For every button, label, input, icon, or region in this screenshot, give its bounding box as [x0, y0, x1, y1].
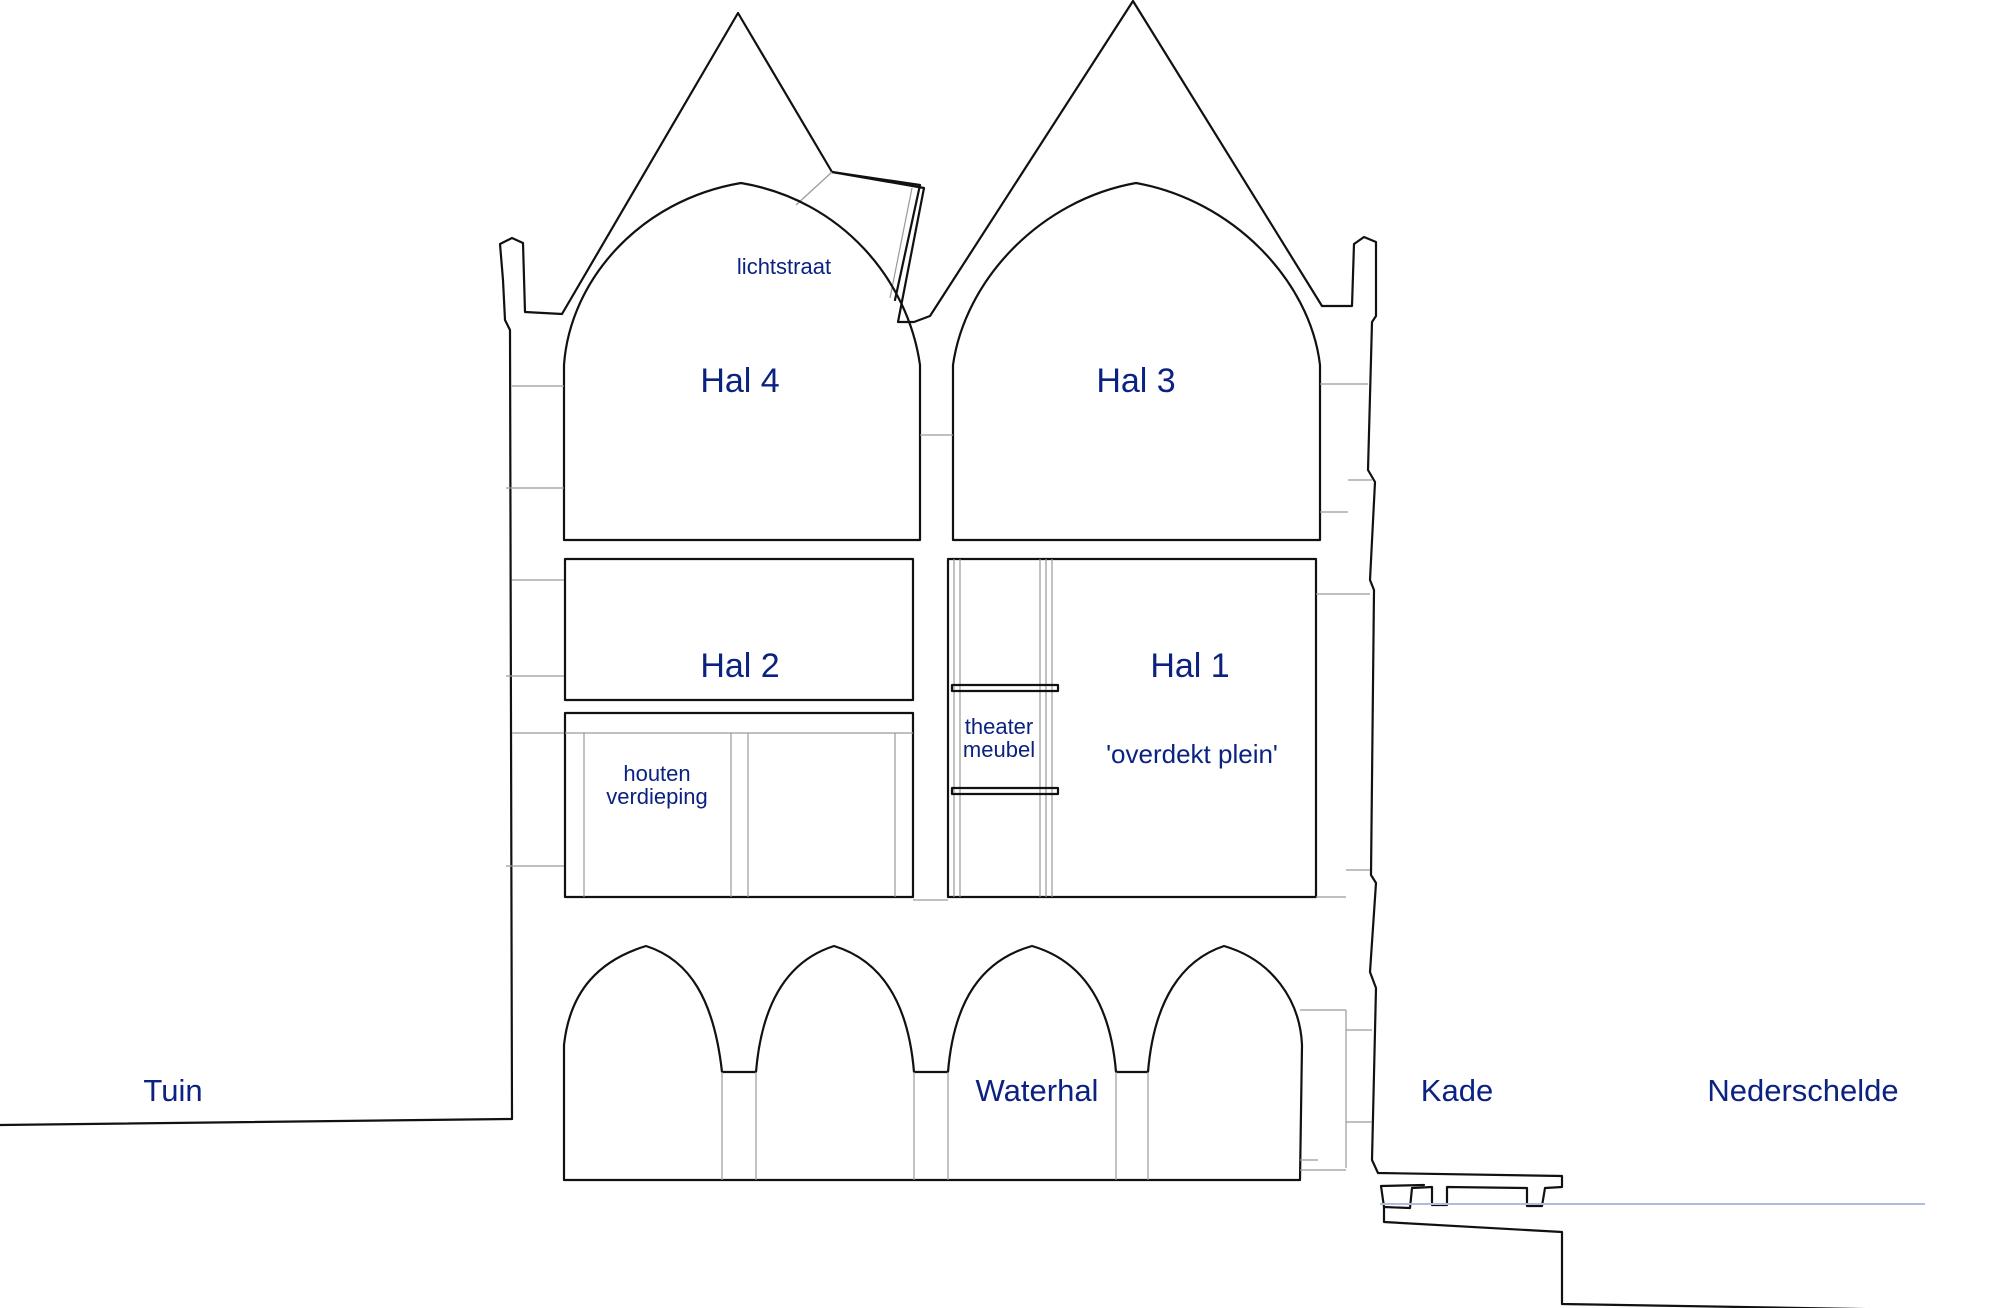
label-nederschelde: Nederschelde — [1707, 1073, 1898, 1108]
wooden-floor-room — [563, 711, 915, 899]
label-waterhal: Waterhal — [976, 1073, 1099, 1108]
label-verdieping: verdieping — [606, 784, 708, 809]
label-meubel: meubel — [963, 737, 1035, 762]
wall-hairlines — [506, 383, 1372, 1171]
skylight-inner — [795, 171, 913, 299]
quay-wall — [1382, 1205, 1867, 1308]
skylight-frame — [830, 170, 922, 302]
label-kade: Kade — [1421, 1073, 1493, 1108]
label-hal2: Hal 2 — [700, 647, 779, 685]
hal4-vault — [562, 181, 922, 542]
building-outline — [498, 0, 1564, 1210]
label-hal1-sub: 'overdekt plein' — [1106, 739, 1278, 769]
theater-furniture-lines — [953, 559, 1053, 897]
label-hal1: Hal 1 — [1150, 647, 1229, 685]
label-hal3: Hal 3 — [1096, 362, 1175, 400]
label-lichtstraat: lichtstraat — [737, 254, 831, 279]
hal3-vault — [951, 181, 1322, 542]
ground-line-garden — [0, 1117, 514, 1127]
label-theater: theater — [965, 714, 1034, 739]
hal1-room — [946, 557, 1318, 899]
waterhal-columns — [721, 1072, 1149, 1180]
hal2-room — [563, 557, 915, 702]
waterhal-arches — [562, 944, 1304, 1182]
theater-shelf-upper — [950, 683, 1060, 693]
label-hal4: Hal 4 — [700, 362, 779, 400]
theater-shelf-lower — [950, 786, 1060, 796]
label-houten: houten — [623, 761, 690, 786]
wooden-floor-details — [565, 732, 913, 897]
label-tuin: Tuin — [143, 1073, 202, 1108]
